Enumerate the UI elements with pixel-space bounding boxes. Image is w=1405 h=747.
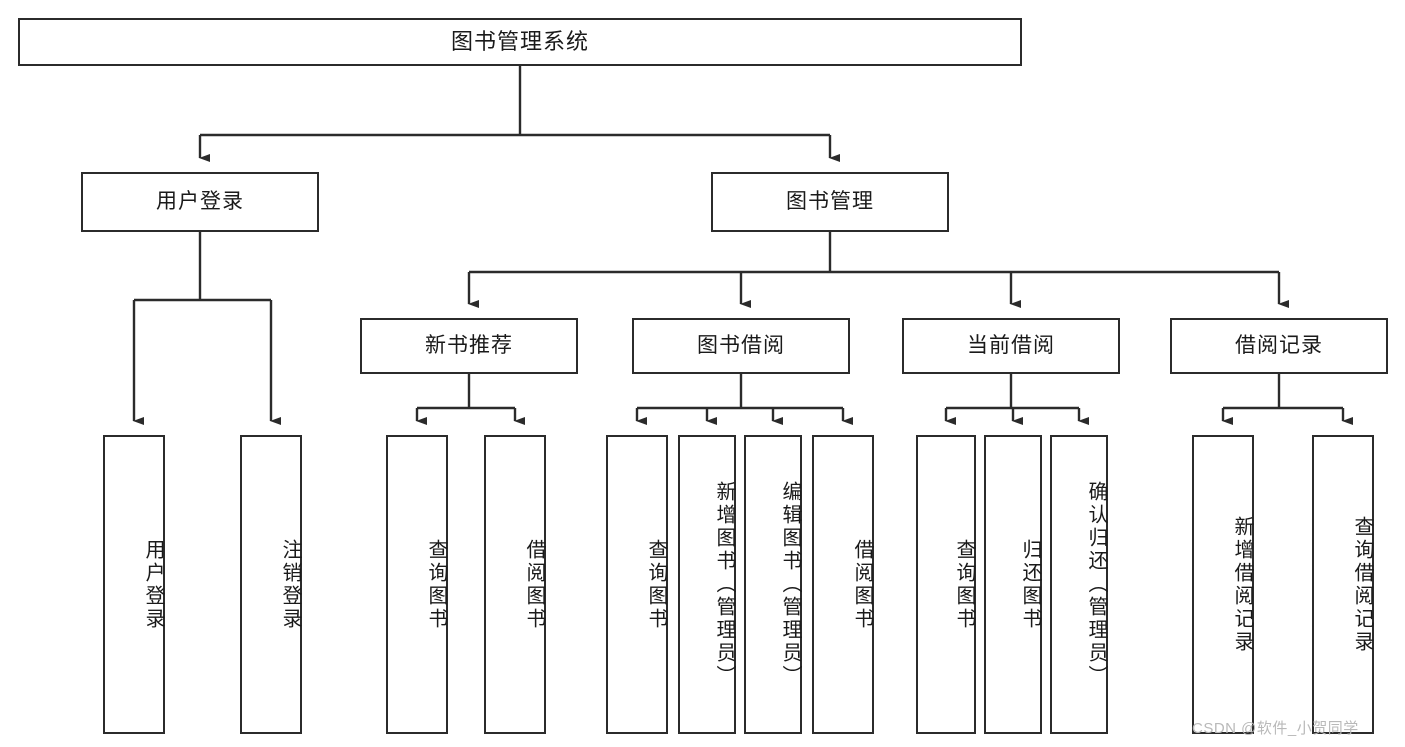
node-label: 查询图书 — [953, 538, 975, 631]
node-leaf-logout[interactable]: 注销登录 — [240, 435, 302, 734]
node-leaf-add-record[interactable]: 新增借阅记录 — [1192, 435, 1254, 734]
node-leaf-query-book-current[interactable]: 查询图书 — [916, 435, 976, 734]
node-leaf-user-login[interactable]: 用户登录 — [103, 435, 165, 734]
node-label: 查询图书 — [645, 538, 667, 631]
node-leaf-borrow-book-rec[interactable]: 借阅图书 — [484, 435, 546, 734]
node-leaf-query-book-rec[interactable]: 查询图书 — [386, 435, 448, 734]
node-borrow-record[interactable]: 借阅记录 — [1170, 318, 1388, 374]
node-label: 当前借阅 — [967, 334, 1055, 358]
node-label: 新增图书（管理员） — [713, 481, 735, 688]
node-leaf-query-book-borrow[interactable]: 查询图书 — [606, 435, 668, 734]
node-label: 用户登录 — [156, 190, 244, 214]
node-label: 查询图书 — [425, 538, 447, 631]
csdn-watermark: CSDN @软件_小贺同学 — [1192, 720, 1359, 737]
node-user-login[interactable]: 用户登录 — [81, 172, 319, 232]
node-label: 图书管理系统 — [450, 28, 589, 54]
node-root-system[interactable]: 图书管理系统 — [18, 18, 1022, 66]
node-label: 借阅记录 — [1235, 334, 1323, 358]
node-label: 借阅图书 — [523, 538, 545, 631]
node-label: 编辑图书（管理员） — [779, 481, 801, 688]
node-label: 注销登录 — [279, 538, 301, 631]
node-label: 归还图书 — [1019, 538, 1041, 631]
node-label: 确认归还（管理员） — [1085, 481, 1107, 688]
node-label: 图书管理 — [786, 190, 874, 214]
node-leaf-borrow-book[interactable]: 借阅图书 — [812, 435, 874, 734]
node-new-book-recommend[interactable]: 新书推荐 — [360, 318, 578, 374]
node-label: 用户登录 — [142, 538, 164, 631]
node-leaf-edit-book[interactable]: 编辑图书（管理员） — [744, 435, 802, 734]
node-book-borrow[interactable]: 图书借阅 — [632, 318, 850, 374]
node-label: 新书推荐 — [425, 334, 513, 358]
node-label: 图书借阅 — [697, 334, 785, 358]
node-label: 借阅图书 — [851, 538, 873, 631]
node-leaf-return-book[interactable]: 归还图书 — [984, 435, 1042, 734]
node-book-manage[interactable]: 图书管理 — [711, 172, 949, 232]
node-leaf-add-book[interactable]: 新增图书（管理员） — [678, 435, 736, 734]
node-label: 新增借阅记录 — [1231, 515, 1253, 654]
node-leaf-query-record[interactable]: 查询借阅记录 — [1312, 435, 1374, 734]
node-current-borrow[interactable]: 当前借阅 — [902, 318, 1120, 374]
node-label: 查询借阅记录 — [1351, 515, 1373, 654]
node-leaf-confirm-return[interactable]: 确认归还（管理员） — [1050, 435, 1108, 734]
